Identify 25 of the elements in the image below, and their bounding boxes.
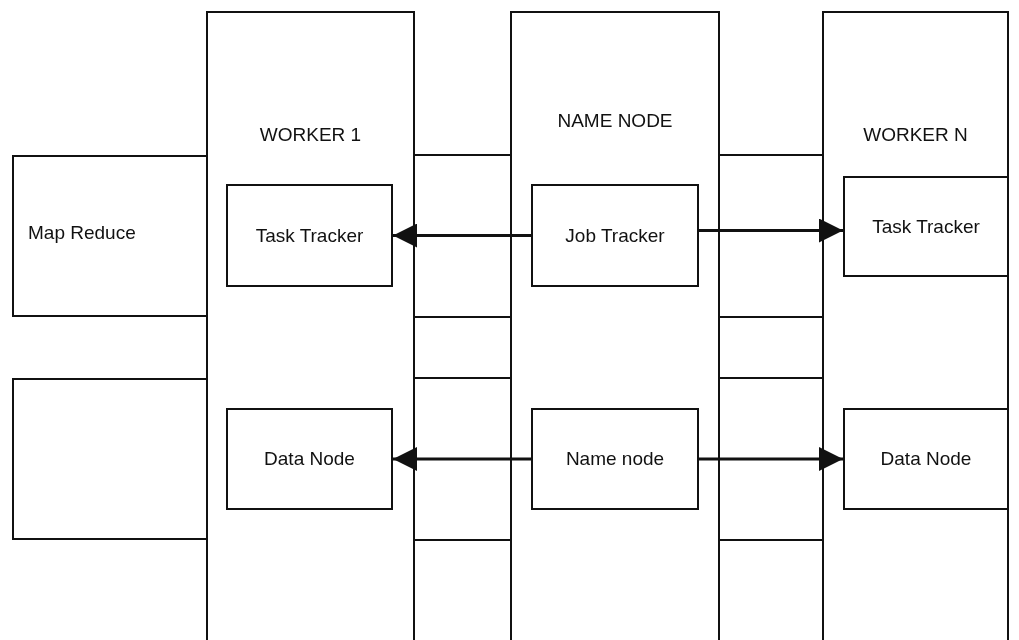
arrow: [393, 223, 531, 248]
component-box: [843, 176, 1009, 277]
arrow: [699, 447, 843, 471]
label: Job Tracker: [565, 223, 665, 248]
column-box: [822, 11, 1009, 640]
component-box: [531, 184, 699, 287]
label: Map Reduce: [28, 221, 136, 245]
label: Task Tracker: [255, 223, 364, 248]
label: Data Node: [264, 447, 355, 471]
layer-band: [12, 155, 208, 317]
component-box: [226, 408, 393, 510]
label: Task Tracker: [872, 214, 980, 239]
label: Data Node: [880, 447, 972, 471]
label: NAME NODE: [556, 109, 674, 133]
label: WORKER N: [862, 123, 969, 147]
arrow: [393, 447, 531, 471]
label: Name node: [565, 447, 665, 471]
layer-band: [12, 378, 208, 540]
label: WORKER 1: [258, 123, 363, 147]
column-box: [206, 11, 415, 640]
arrow: [699, 218, 843, 243]
component-box: [226, 184, 393, 287]
component-box: [843, 408, 1009, 510]
component-box: [531, 408, 699, 510]
column-box: [510, 11, 720, 640]
